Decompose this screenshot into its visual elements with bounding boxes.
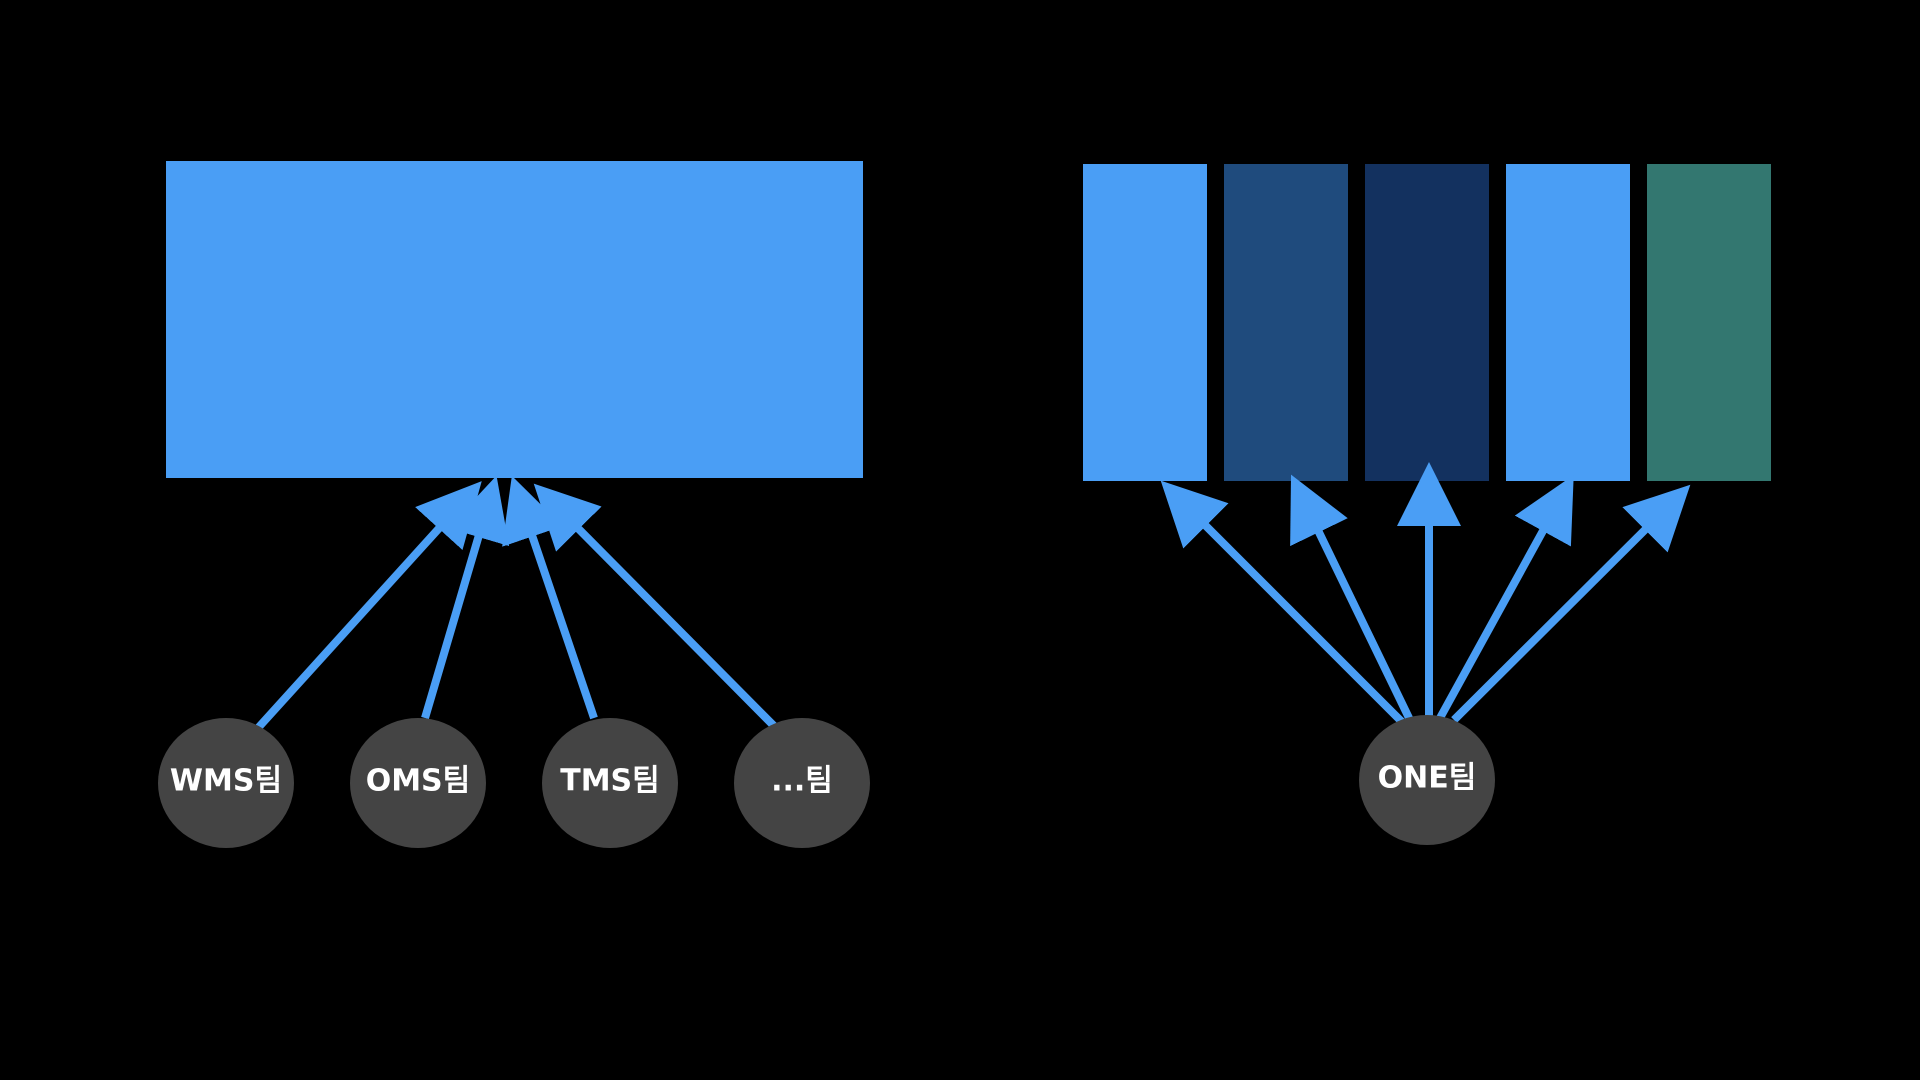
service-block-2 (1224, 164, 1348, 481)
left-diagram: WMS팀 OMS팀 TMS팀 ...팀 (158, 161, 870, 848)
right-diagram: ONE팀 (1083, 164, 1771, 845)
arrow-wms-to-block (255, 481, 482, 731)
team-node-label: ...팀 (771, 764, 833, 799)
arrow-etc-to-block (533, 483, 778, 730)
team-node-tms: TMS팀 (542, 718, 678, 848)
team-node-one: ONE팀 (1359, 715, 1495, 845)
service-block-3 (1365, 164, 1489, 481)
shared-service-block (166, 161, 863, 478)
team-node-label: OMS팀 (366, 764, 471, 799)
left-arrows (255, 475, 778, 731)
right-arrows (1160, 462, 1691, 725)
team-node-circle (1359, 715, 1495, 845)
arrow-one-to-block-1 (1160, 480, 1405, 725)
arrow-one-to-block-5 (1451, 484, 1691, 723)
arrow-one-to-block-4 (1436, 474, 1574, 720)
team-node-label: ONE팀 (1378, 761, 1477, 796)
service-block-4 (1506, 164, 1630, 481)
team-node-circle (350, 718, 486, 848)
arrow-tms-to-block (502, 475, 598, 720)
service-block-5 (1647, 164, 1771, 481)
team-node-etc: ...팀 (734, 718, 870, 848)
team-node-label: WMS팀 (170, 764, 282, 799)
team-node-label: TMS팀 (560, 764, 660, 799)
team-node-circle (158, 718, 294, 848)
team-node-circle (734, 718, 870, 848)
service-block-1 (1083, 164, 1207, 481)
team-node-wms: WMS팀 (158, 718, 294, 848)
team-node-oms: OMS팀 (350, 718, 486, 848)
arrow-one-to-block-2 (1290, 474, 1414, 722)
arrow-oms-to-block (421, 475, 510, 720)
team-node-circle (542, 718, 678, 848)
